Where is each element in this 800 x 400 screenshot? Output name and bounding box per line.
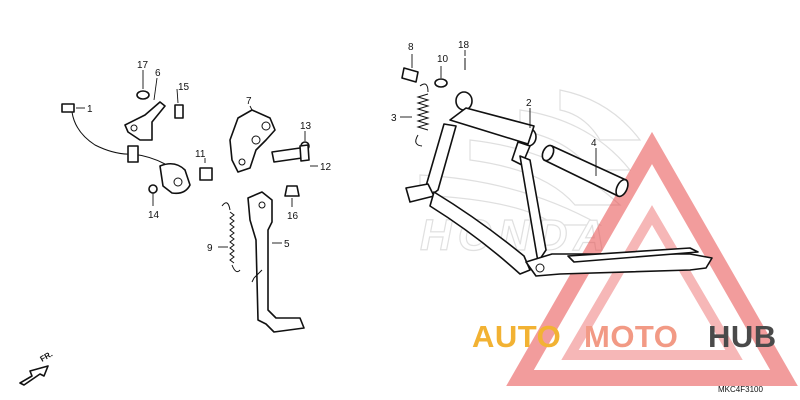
watermark-word-moto: MOTO <box>584 319 678 354</box>
callout-2: 2 <box>526 98 532 109</box>
part-1-cable: 1 <box>61 103 191 195</box>
watermark-text: AUTO MOTO HUB <box>472 319 777 354</box>
forward-arrow-icon <box>19 365 49 386</box>
callout-6: 6 <box>155 68 161 79</box>
part-2-main-stand: 2 <box>405 91 713 277</box>
callout-17: 17 <box>137 60 149 71</box>
callout-4: 4 <box>591 138 597 149</box>
callout-9: 9 <box>207 243 213 254</box>
callout-13: 13 <box>300 121 312 132</box>
part-3-spring: 3 <box>391 83 430 147</box>
callout-7: 7 <box>246 96 252 107</box>
diagram-code: MKC4F3100 <box>718 385 763 394</box>
part-15-bolt: 15 <box>174 82 190 119</box>
callout-14: 14 <box>148 210 160 221</box>
part-9-spring: 9 <box>207 202 241 273</box>
part-8-bolt: 8 <box>401 42 419 83</box>
callout-15: 15 <box>178 82 190 93</box>
watermark-word-auto: AUTO <box>472 319 561 354</box>
part-14-grommet: 14 <box>148 184 160 221</box>
forward-direction-indicator: FR. <box>19 349 55 386</box>
callout-3: 3 <box>391 113 397 124</box>
part-4-pivot-pipe: 4 <box>541 138 629 198</box>
forward-label: FR. <box>39 349 55 363</box>
callout-11: 11 <box>195 149 206 160</box>
part-12-bolt: 12 <box>271 144 332 173</box>
part-6-bracket: 6 <box>124 68 166 141</box>
part-7-plate: 7 <box>229 96 276 173</box>
part-17-nut: 17 <box>136 60 150 100</box>
callout-12: 12 <box>320 162 332 173</box>
part-5-side-stand: 5 <box>247 191 305 333</box>
callout-10: 10 <box>437 54 449 65</box>
callout-1: 1 <box>87 104 93 115</box>
watermark-word-hub: HUB <box>708 319 777 354</box>
callout-8: 8 <box>408 42 414 53</box>
part-16-nut: 16 <box>284 185 300 222</box>
part-10-washer: 10 <box>434 54 449 88</box>
callout-5: 5 <box>284 239 290 250</box>
part-11-collar: 11 <box>195 149 213 181</box>
callout-18: 18 <box>458 40 470 51</box>
part-18-pin: 18 <box>458 40 470 70</box>
callout-16: 16 <box>287 211 299 222</box>
